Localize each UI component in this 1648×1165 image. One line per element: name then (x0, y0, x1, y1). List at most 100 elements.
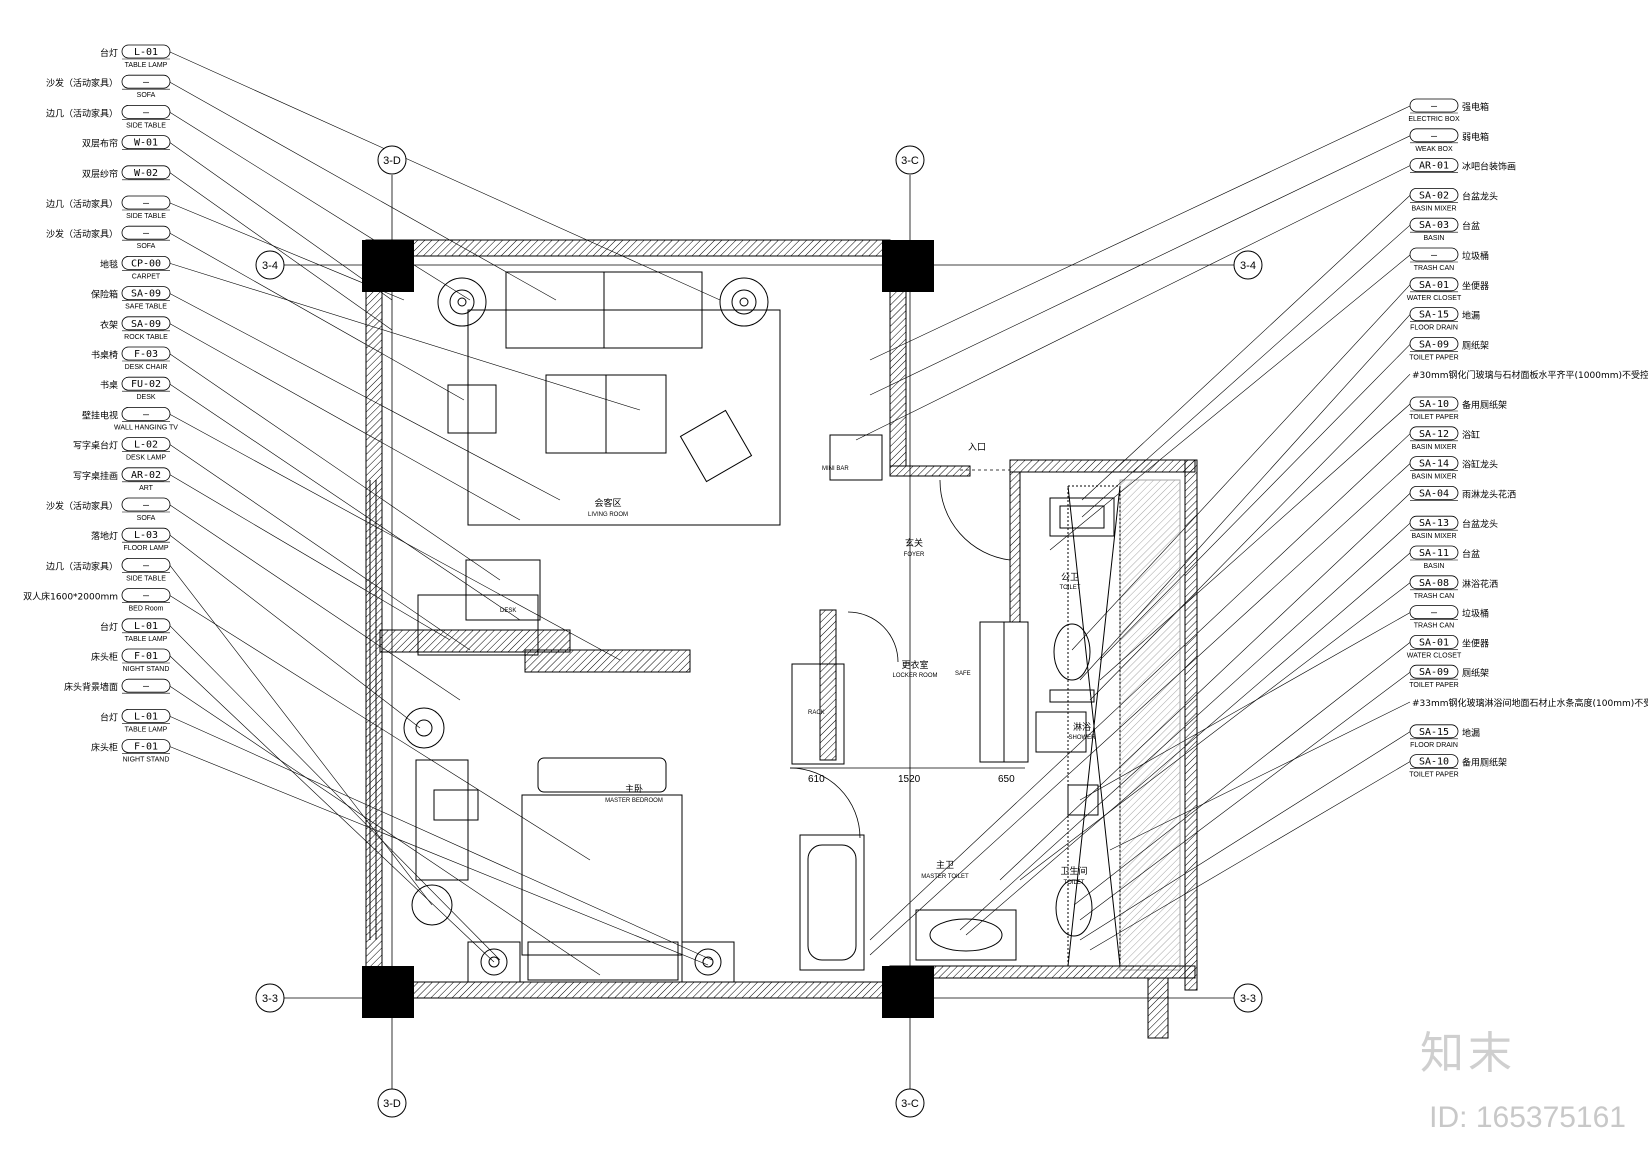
tag-en-label: TABLE LAMP (125, 636, 168, 643)
tag-en-label: TOILET PAPER (1409, 414, 1458, 421)
tag-pill (121, 165, 171, 180)
tag-en-label: TABLE LAMP (125, 726, 168, 733)
tag-cn-label: 地毯 (100, 258, 118, 270)
tag-pill (121, 195, 171, 210)
tag-right-20: #33mm钢化玻璃淋浴间地面石材止水条高度(100mm)不受控 (1412, 697, 1648, 709)
windows (369, 480, 377, 940)
tag-code: F-01 (134, 651, 158, 662)
grid-label-bottom-left: 3-D (383, 1098, 401, 1110)
tag-code: — (143, 107, 150, 118)
tag-en-label: BASIN MIXER (1411, 444, 1456, 451)
tag-en-label: BASIN (1423, 235, 1444, 242)
leader-line (1049, 254, 1411, 551)
tag-cn-label: 坐便器 (1462, 637, 1489, 649)
tag-pill (1409, 158, 1459, 173)
tag-cn-label: 浴缸 (1462, 429, 1480, 441)
grid-label-top-left: 3-D (383, 155, 401, 167)
tag-cn-label: 淋浴花洒 (1462, 578, 1498, 590)
leader-line (169, 232, 465, 401)
tag-en-label: TRASH CAN (1414, 623, 1454, 630)
tag-pill (1409, 98, 1459, 113)
tag-code: — (143, 409, 150, 420)
tag-en-label: SIDE TABLE (126, 122, 166, 129)
leader-line (869, 135, 1411, 396)
living-furniture (403, 271, 781, 926)
tag-left-1: 沙发（活动家具）—SOFA (46, 74, 171, 99)
tag-cn-label: 床头背景墙面 (64, 681, 118, 693)
tag-pill (1409, 426, 1459, 441)
tag-en-label: BASIN MIXER (1411, 205, 1456, 212)
tag-en-label: ROCK TABLE (124, 334, 168, 341)
leader-line (169, 504, 461, 701)
tag-en-label: TOILET PAPER (1409, 772, 1458, 779)
tag-pill (1409, 456, 1459, 471)
tag-note: #33mm钢化玻璃淋浴间地面石材止水条高度(100mm)不受控 (1412, 697, 1648, 709)
tag-en-label: DESK LAMP (126, 455, 166, 462)
tag-pill (1409, 545, 1459, 560)
tag-cn-label: 壁挂电视 (82, 409, 118, 421)
tag-cn-label: 备用厕纸架 (1462, 399, 1507, 411)
tag-cn-label: 边几（活动家具） (46, 107, 118, 119)
tag-code: SA-11 (1419, 548, 1449, 559)
tag-cn-label: 台盆龙头 (1462, 518, 1498, 530)
tag-left-17: 边几（活动家具）—SIDE TABLE (46, 558, 171, 582)
tag-pill (121, 255, 171, 270)
tag-en-label: SIDE TABLE (126, 213, 166, 220)
tag-cn-label: 双层布帘 (82, 138, 118, 150)
tag-pill (1409, 247, 1459, 262)
locker-room-cn: 更衣室 (901, 659, 928, 671)
tag-cn-label: 台灯 (100, 621, 118, 633)
tag-left-18: 双人床1600*2000mm—BED Room (23, 588, 171, 613)
tag-pill (121, 437, 171, 452)
toilet-cn: 公卫 (1061, 572, 1079, 583)
dimension-3: 650 (998, 774, 1015, 785)
dimension-1: 610 (808, 774, 825, 785)
tag-left-21: 床头背景墙面— (64, 678, 171, 694)
tag-cn-label: 床头柜 (91, 742, 118, 754)
tag-code: SA-12 (1419, 429, 1449, 440)
tag-pill (121, 467, 171, 482)
tag-code: SA-10 (1419, 399, 1449, 410)
tag-pill (1409, 485, 1459, 500)
leader-line (169, 625, 501, 961)
tag-code: SA-01 (1419, 280, 1449, 291)
tag-code: — (143, 198, 150, 209)
tag-en-label: SOFA (137, 243, 156, 250)
tag-code: L-01 (134, 711, 158, 722)
tag-code: SA-14 (1419, 459, 1449, 470)
tag-cn-label: 边几（活动家具） (46, 560, 118, 572)
tag-en-label: FLOOR DRAIN (1410, 325, 1458, 332)
tag-pill (1409, 605, 1459, 619)
dimension-2: 1520 (898, 774, 921, 785)
tag-cn-label: 强电箱 (1462, 101, 1489, 113)
tag-pill (1409, 187, 1459, 202)
tag-pill (121, 558, 171, 572)
leader-line (169, 414, 621, 661)
columns (362, 240, 934, 1018)
shower-cn: 淋浴 (1073, 721, 1091, 733)
tag-cn-label: 双人床1600*2000mm (23, 591, 118, 603)
grid-label-bottom-right: 3-C (901, 1098, 919, 1110)
tag-code: SA-03 (1419, 220, 1449, 231)
tag-pill (121, 648, 171, 663)
tag-code: — (1431, 131, 1438, 142)
tag-cn-label: 沙发（活动家具） (46, 228, 118, 240)
master-toilet-cn: 主卫 (936, 859, 954, 871)
tag-pill (121, 376, 171, 391)
